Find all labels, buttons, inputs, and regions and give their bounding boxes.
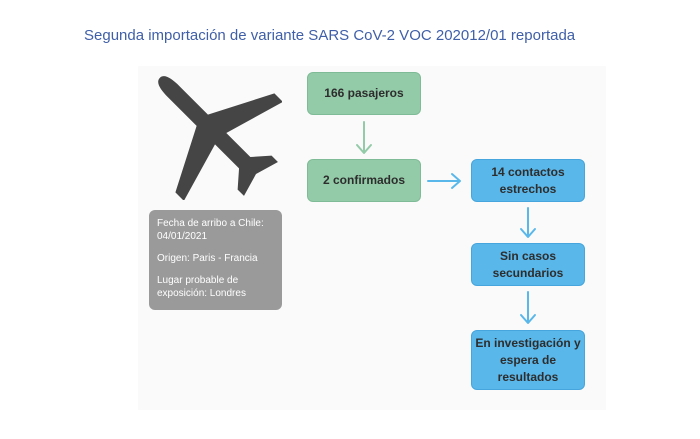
investigation-label-line2: espera de xyxy=(499,352,557,367)
contacts-label-line1: 14 contactos xyxy=(491,164,565,179)
investigation-label-line1: En investigación y xyxy=(475,335,581,350)
secondary-label-line1: Sin casos xyxy=(499,248,557,263)
contacts-label-line2: estrechos xyxy=(499,181,557,196)
origin-text: Origen: Paris - Francia xyxy=(157,253,258,264)
passengers-box: 166 pasajeros xyxy=(307,72,421,115)
arrival-date: 04/01/2021 xyxy=(157,231,208,242)
secondary-cases-box: Sin casos secundarios xyxy=(471,243,585,286)
diagram-title: Segunda importación de variante SARS CoV… xyxy=(84,27,576,44)
exposure-value: exposición: Londres xyxy=(157,288,246,299)
flight-info-box: Fecha de arribo a Chile: 04/01/2021 Orig… xyxy=(149,210,282,310)
investigation-label-line3: resultados xyxy=(497,369,559,384)
confirmed-box: 2 confirmados xyxy=(307,159,421,202)
passengers-label: 166 pasajeros xyxy=(324,86,404,100)
contacts-box: 14 contactos estrechos xyxy=(471,159,585,202)
airplane-icon xyxy=(158,76,282,200)
investigation-box: En investigación y espera de resultados xyxy=(471,330,585,390)
confirmed-label: 2 confirmados xyxy=(322,173,406,187)
exposure-label: Lugar probable de xyxy=(157,275,239,286)
arrival-label: Fecha de arribo a Chile: xyxy=(157,218,264,229)
secondary-label-line2: secundarios xyxy=(492,265,564,280)
